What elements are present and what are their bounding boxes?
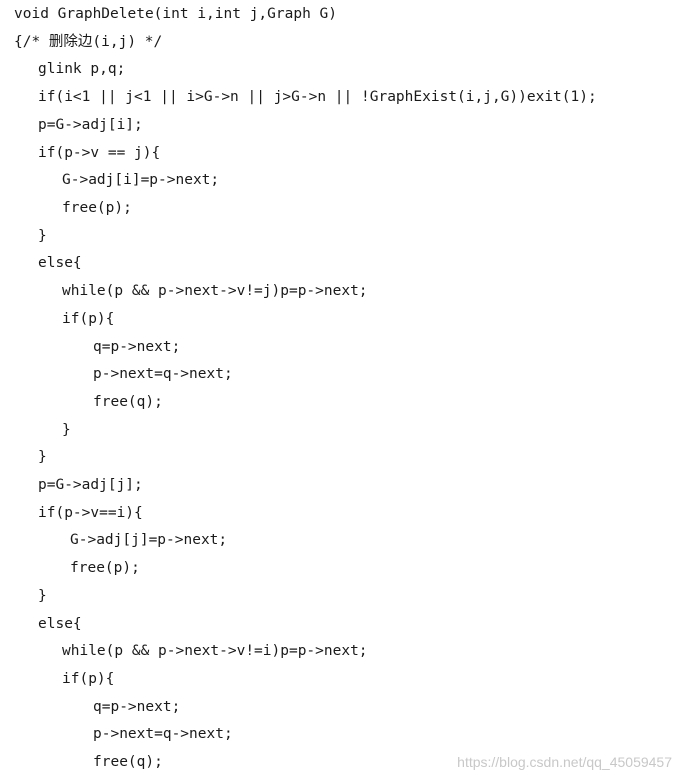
code-line: free(p); [62,200,132,216]
code-line: } [62,422,71,438]
code-line: p->next=q->next; [93,366,233,382]
code-line: G->adj[i]=p->next; [62,172,220,188]
code-line: while(p && p->next->v!=i)p=p->next; [62,643,368,659]
code-line: if(p->v == j){ [38,145,161,161]
code-line: G->adj[j]=p->next; [70,532,228,548]
code-line: while(p && p->next->v!=j)p=p->next; [62,283,368,299]
watermark-text: https://blog.csdn.net/qq_45059457 [457,754,672,770]
code-line: } [38,228,47,244]
code-line: free(p); [70,560,140,576]
code-line: p=G->adj[j]; [38,477,143,493]
code-line: else{ [38,616,82,632]
code-line: {/* 删除边(i,j) */ [14,34,163,50]
code-line: void GraphDelete(int i,int j,Graph G) [14,6,338,22]
code-line: glink p,q; [38,61,126,77]
code-line: if(p){ [62,671,115,687]
code-line: if(p){ [62,311,115,327]
code-line: p->next=q->next; [93,726,233,742]
code-line: } [38,449,47,465]
code-line: } [38,588,47,604]
code-line: if(p->v==i){ [38,505,143,521]
code-line: free(q); [93,394,163,410]
code-line: else{ [38,255,82,271]
code-line: q=p->next; [93,339,181,355]
code-line: free(q); [93,754,163,770]
code-line: if(i<1 || j<1 || i>G->n || j>G->n || !Gr… [38,89,597,105]
code-line: q=p->next; [93,699,181,715]
code-line: p=G->adj[i]; [38,117,143,133]
